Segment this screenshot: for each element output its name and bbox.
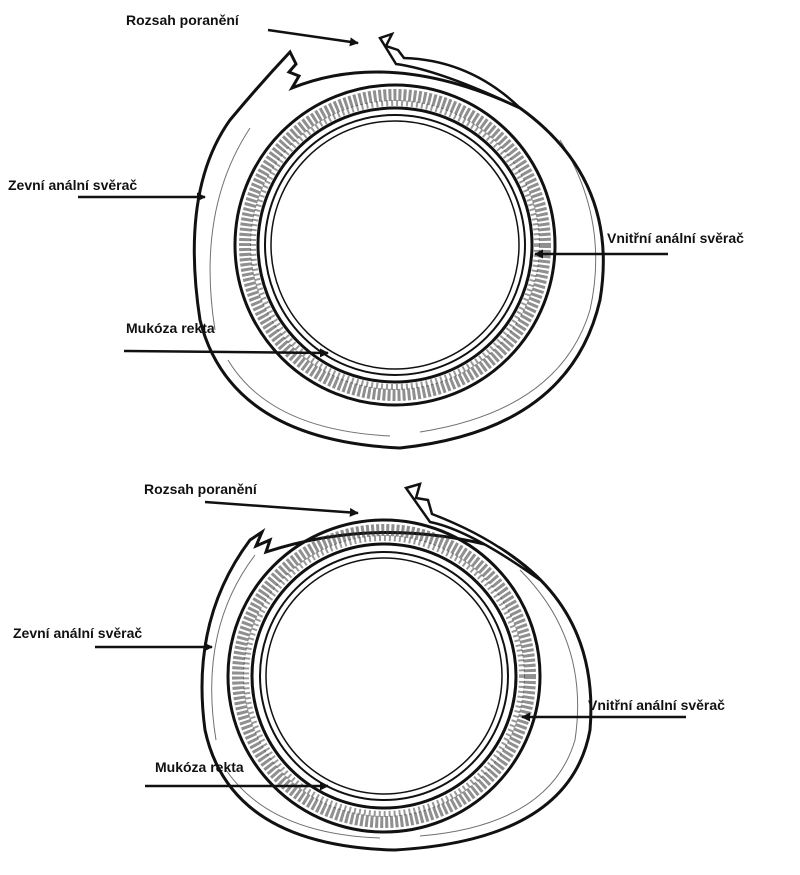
top-arrow-injury	[268, 30, 358, 43]
bottom-arrow-injury	[205, 502, 358, 513]
top-cross-section	[194, 34, 603, 448]
top-label-injury: Rozsah poranění	[126, 12, 240, 28]
bottom-label-mucosa: Mukóza rekta	[155, 759, 244, 775]
diagram-top: Rozsah poranění Zevní anální svěrač Vnit…	[8, 12, 744, 448]
top-lumen	[271, 121, 519, 369]
bottom-label-external-sphincter: Zevní anální svěrač	[13, 625, 142, 641]
bottom-label-internal-sphincter: Vnitřní anální svěrač	[588, 697, 725, 713]
bottom-label-injury: Rozsah poranění	[144, 481, 258, 497]
diagram-bottom: Rozsah poranění Zevní anální svěrač Vnit…	[13, 481, 725, 850]
bottom-lumen	[266, 558, 502, 794]
top-label-external-sphincter: Zevní anální svěrač	[8, 177, 137, 193]
top-label-internal-sphincter: Vnitřní anální svěrač	[607, 230, 744, 246]
top-label-mucosa: Mukóza rekta	[126, 320, 215, 336]
bottom-cross-section	[202, 484, 591, 850]
